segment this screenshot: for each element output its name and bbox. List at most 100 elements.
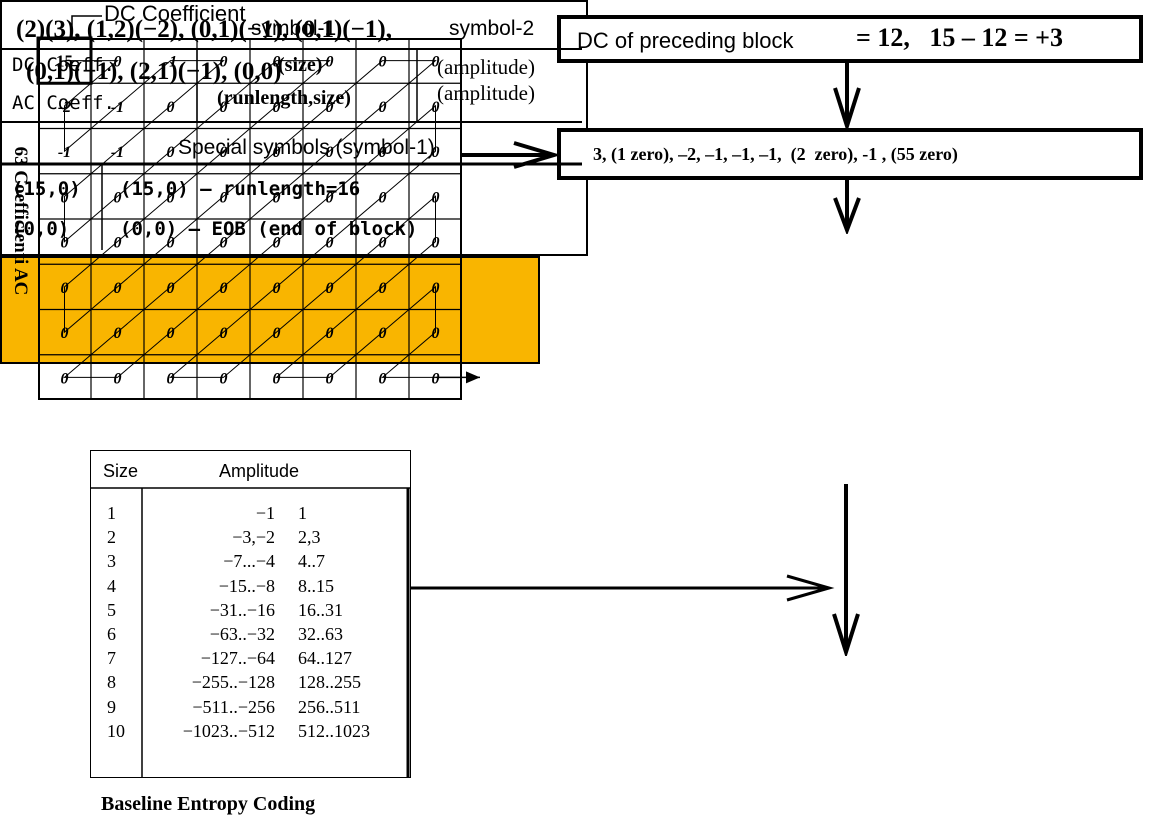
grid-cell-value: 0 [220,99,228,116]
grid-cell-value: 0 [379,280,387,297]
grid-cell-value: 0 [167,189,175,206]
amplitude-positive: 128..255 [298,672,361,693]
dc-preceding-label: DC of preceding block [577,28,794,53]
grid-cell-value: 0 [273,235,281,252]
amplitude-positive: 8..15 [298,575,334,596]
grid-cell-value: -1 [111,144,124,161]
amplitude-positive: 64..127 [298,648,352,669]
size-value: 5 [107,599,116,620]
grid-cell-value: 0 [61,235,69,252]
grid-cell-value: 0 [167,235,175,252]
grid-cell-value: 0 [432,99,440,116]
dc-symbol-1: (size) [278,54,323,76]
grid-cell-value: 0 [114,280,122,297]
grid-cell-value: 0 [432,325,440,342]
grid-cell-value: 0 [273,54,281,71]
symbol-2-header: symbol-2 [449,17,535,40]
dc-pointer-line [71,15,102,38]
amplitude-negative: −15..−8 [218,575,275,596]
grid-cell-value: 0 [167,280,175,297]
special-code-0-0: (0,0) [12,218,70,240]
dc-coefficient-label: DC Coefficient [104,1,246,26]
size-value: 2 [107,527,116,548]
symbol-table: symbol-1 symbol-2 DC Coeff. AC Coeff. (s… [0,0,588,256]
special-desc-15-0: (15,0) – runlength=16 [120,178,361,200]
grid-cell-value: 0 [432,54,440,71]
size-header: Size [103,461,139,481]
grid-cell-value: 0 [61,325,69,342]
ac-symbol-1: (runlength,size) [217,87,351,109]
dc-preceding-block-box: DC of preceding block = 12, 15 – 12 = +3 [557,15,1143,63]
grid-cell-value: 0 [379,325,387,342]
amplitude-negative: −1023..−512 [182,720,275,741]
grid-cell-value: 0 [220,325,228,342]
grid-cell-value: 0 [273,189,281,206]
dc-coeff-label: DC Coeff. [12,54,115,76]
special-desc-0-0: (0,0) – EOB (end of block) [120,218,418,240]
grid-cell-value: -1 [164,54,177,71]
grid-cell-value: -2 [58,99,71,116]
grid-cell-value: 0 [167,144,175,161]
size-table-caption: Baseline Entropy Coding [101,793,316,815]
grid-cell-value: 0 [326,370,334,387]
result-line-1: (2)(3), (1,2)(−2), (0,1)(−1), (0,1)(−1), [16,16,392,43]
amplitude-positive: 512..1023 [298,720,370,741]
amplitude-positive: 1 [298,503,307,523]
amplitude-negative: −511..−256 [192,696,275,717]
grid-cell-value: 0 [379,370,387,387]
grid-cell-value: 0 [167,99,175,116]
grid-cell-value: 0 [220,144,228,161]
grid-cell-value: 0 [61,189,69,206]
amplitude-positive: 4..7 [298,551,325,572]
grid-cell-value: 0 [114,370,122,387]
grid-cell-value: 0 [432,189,440,206]
grid-cell-value: 0 [273,144,281,161]
amplitude-negative: −3,−2 [232,527,275,548]
grid-cell-value: 0 [167,325,175,342]
grid-cell-value: 0 [114,189,122,206]
zigzag-scan-path [63,60,437,378]
grid-cell-value: 0 [220,54,228,71]
amplitude-negative: −255..−128 [191,672,275,693]
amplitude-negative: −127..−64 [200,648,275,669]
ac-coeff-label: AC Coeff. [12,92,115,114]
connector-arrows [405,484,860,656]
grid-cell-value: 0 [220,235,228,252]
ac-symbol-2: (amplitude) [437,81,535,105]
amplitude-positive: 32..63 [298,624,343,644]
grid-cell-value: 0 [220,280,228,297]
grid-cell-value: 0 [273,280,281,297]
amplitude-negative: −7...−4 [223,551,275,572]
amplitude-negative: −1 [255,503,275,523]
grid-cell-value: 0 [379,54,387,71]
run-length-sequence: 3, (1 zero), –2, –1, –1, –1, (2 zero), -… [593,144,958,164]
symbol-table-lines [0,48,582,250]
symbol-1-header: symbol-1 [251,17,337,40]
grid-cell-value: 15 [56,52,73,71]
size-value: 6 [107,624,116,644]
grid-cell-value: 0 [326,325,334,342]
size-value: 9 [107,696,116,717]
grid-cell-value: 0 [326,280,334,297]
size-table-lines [90,487,411,778]
grid-cell-value: 0 [273,99,281,116]
amplitude-negative: −63..−32 [209,624,275,644]
grid-cell-value: 0 [273,325,281,342]
grid-cell-value: 0 [114,325,122,342]
grid-cell-value: 0 [432,235,440,252]
grid-cell-value: 0 [379,144,387,161]
grid-cell-value: 0 [114,235,122,252]
amplitude-positive: 256..511 [298,696,361,717]
grid-cell-value: 0 [432,370,440,387]
grid-cell-value: 0 [220,189,228,206]
grid-cell-value: -1 [58,144,71,161]
grid-cell-value: 0 [326,189,334,206]
size-value: 10 [107,720,125,741]
grid-cell-value: 0 [379,189,387,206]
grid-cell-value: 0 [273,370,281,387]
special-symbols-title: Special symbols (symbol-1) [178,136,435,159]
grid-cell-value: 0 [167,370,175,387]
grid-cell-value: 0 [326,235,334,252]
down-arrow-1 [833,62,861,130]
grid-cell-value: 0 [379,235,387,252]
